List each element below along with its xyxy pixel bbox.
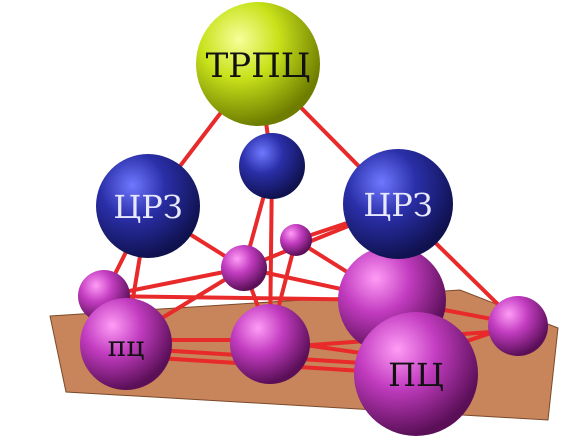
base-left-node-label: пц <box>108 330 145 363</box>
base-right-large-node-label: ПЦ <box>388 356 444 394</box>
sphere-right-edge <box>488 296 548 356</box>
sphere-base-left <box>80 298 172 390</box>
mid-left-node-label: ЦРЗ <box>113 188 182 226</box>
sphere-mid-left <box>96 154 200 258</box>
sphere-top <box>196 2 320 126</box>
sphere-small-center <box>221 245 267 291</box>
sphere-base-right-large <box>354 312 478 436</box>
sphere-base-center <box>230 304 310 384</box>
sphere-mid-center <box>239 133 305 199</box>
sphere-mid-right <box>343 149 453 259</box>
mid-right-node-label: ЦРЗ <box>363 186 432 224</box>
top-node-label: ТРПЦ <box>206 46 311 86</box>
sphere-tiny-center <box>280 224 312 256</box>
